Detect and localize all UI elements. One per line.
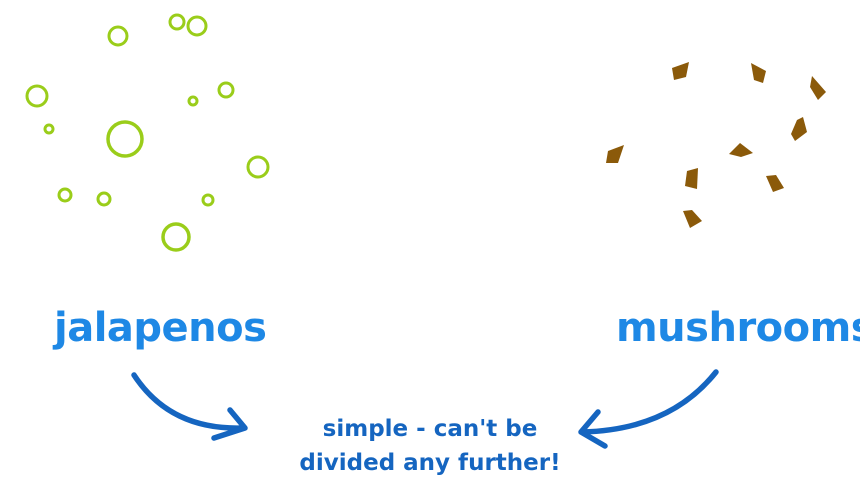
left-arrow — [131, 372, 248, 441]
right-arrow — [578, 369, 719, 449]
jalapeno-ring-12 — [201, 193, 215, 207]
caption-line-2: divided any further! — [299, 450, 561, 476]
mushroom-piece-9 — [683, 210, 702, 228]
jalapeno-ring-3 — [186, 15, 208, 37]
jalapeno-ring-4 — [25, 84, 49, 108]
mushroom-piece-4 — [791, 117, 807, 141]
jalapeno-ring-9 — [246, 155, 270, 179]
left-arrow-head — [211, 407, 248, 441]
jalapeno-ring-13 — [161, 222, 191, 252]
jalapeno-ring-6 — [187, 95, 199, 107]
jalapeno-ring-7 — [43, 123, 55, 135]
jalapeno-ring-10 — [57, 187, 73, 203]
mushrooms-label: mushrooms — [616, 305, 860, 351]
jalapeno-ring-5 — [217, 81, 235, 99]
left-arrow-shaft — [131, 372, 245, 431]
jalapenos-label: jalapenos — [54, 305, 267, 351]
right-arrow-shaft — [579, 369, 719, 435]
mushroom-piece-5 — [606, 145, 624, 163]
jalapeno-pieces — [25, 13, 270, 252]
jalapeno-ring-2 — [168, 13, 186, 31]
jalapeno-ring-1 — [107, 25, 129, 47]
simple-caption: simple - can't be divided any further! — [250, 412, 610, 480]
right-arrow-head — [578, 409, 608, 449]
mushroom-pieces — [606, 62, 826, 228]
jalapeno-ring-11 — [96, 191, 112, 207]
caption-line-1: simple - can't be — [322, 416, 538, 442]
mushroom-piece-2 — [751, 63, 766, 83]
mushroom-piece-8 — [766, 175, 784, 192]
jalapeno-ring-8 — [106, 120, 144, 158]
mushroom-piece-6 — [729, 143, 753, 157]
mushroom-piece-3 — [810, 76, 826, 100]
mushroom-piece-1 — [672, 62, 689, 80]
mushroom-piece-7 — [685, 168, 698, 189]
